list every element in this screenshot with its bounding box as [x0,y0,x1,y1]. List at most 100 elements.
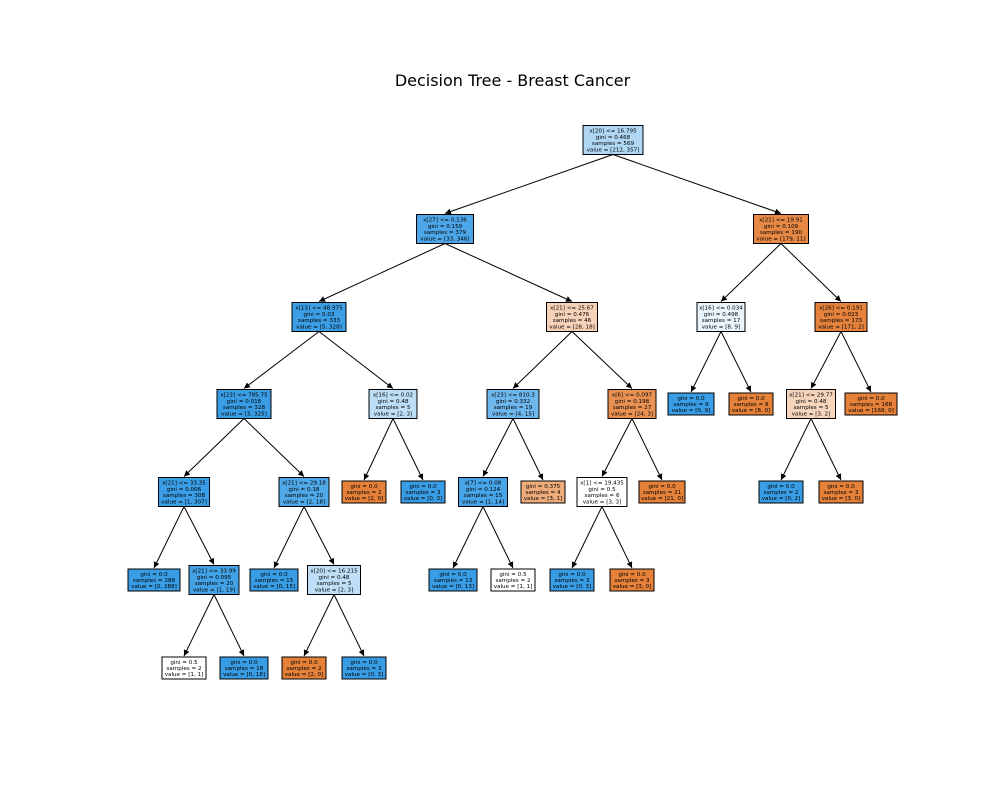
tree-node-label: gini = 0.48 [378,399,409,405]
tree-node-label: samples = 17 [702,318,741,324]
tree-node-label: samples = 46 [553,318,592,324]
tree-node-label: value = [3, 2] [792,411,831,417]
tree-node-label: samples = 19 [494,405,533,411]
tree-edge [153,506,185,569]
tree-node-label: samples = 15 [464,493,503,499]
tree-edge [512,418,544,481]
tree-node-label: value = [21, 0] [641,496,683,502]
tree-node-box [278,477,330,507]
tree-node-label: samples = 9 [673,402,708,408]
tree-node-label: value = [0, 13] [432,584,474,590]
diagram-title: Decision Tree - Breast Cancer [394,71,631,90]
tree-node-label: samples = 13 [434,578,473,584]
tree-node-box [341,480,387,504]
tree-node-label: gini = 0.476 [555,312,590,318]
tree-node-label: value = [1, 1] [165,672,204,678]
tree-node-label: gini = 0.0 [290,660,318,666]
tree-node-box [161,656,207,680]
tree-node-label: value = [28, 18] [549,324,595,330]
tree-node-label: value = [1, 307] [161,499,207,505]
tree-node-label: x[16] <= 0.034 [699,306,743,312]
tree-node-label: samples = 20 [285,493,324,499]
tree-node-label: gini = 0.0 [857,396,885,402]
tree-node-label: value = [0, 3] [345,672,384,678]
tree-node-box [219,656,269,680]
tree-node-label: value = [8, 0] [732,408,771,414]
tree-node-label: value = [168, 0] [848,408,894,414]
tree-node-box [549,568,595,592]
tree-node-box [844,392,898,416]
tree-node-label: value = [0, 9] [672,408,711,414]
tree-node-label: samples = 2 [763,490,798,496]
tree-node-label: x[21] <= 33.99 [192,569,236,575]
tree-node-label: value = [0, 3] [553,584,592,590]
tree-node-label: gini = 0.0 [618,572,646,578]
tree-node-label: value = [8, 9] [702,324,741,330]
tree-node-label: value = [0, 2] [762,496,801,502]
tree-node-label: samples = 8 [733,402,768,408]
tree-node-label: value = [2, 0] [345,496,384,502]
tree-node-box [576,477,628,507]
tree-node-label: gini = 0.0 [350,484,378,490]
tree-node-label: samples = 190 [760,230,803,236]
tree-node-box [758,480,804,504]
tree-node-label: value = [33, 346] [420,236,469,242]
tree-node-label: value = [179, 11] [756,236,805,242]
tree-node-box [486,389,540,419]
tree-node-box [607,389,657,419]
tree-node-label: value = [0, 15] [253,584,295,590]
tree-edge [183,506,215,565]
tree-node-label: gini = 0.0 [648,484,676,490]
tree-edge [444,154,614,215]
tree-node-label: gini = 0.124 [466,487,501,493]
tree-node-label: samples = 21 [643,490,682,496]
tree-node-label: gini = 0.48 [796,399,827,405]
tree-node-label: gini = 0.0 [767,484,795,490]
tree-node-box [216,389,272,419]
tree-node-box [307,565,361,595]
tree-node-label: gini = 0.0 [140,572,168,578]
tree-edge [318,331,394,389]
tree-node-label: value = [1, 14] [462,499,504,505]
tree-node-label: value = [2, 0] [285,672,324,678]
tree-edges [153,154,872,657]
tree-edge [482,506,514,569]
tree-edge [444,243,573,302]
tree-node-label: x[20] <= 16.795 [589,129,637,135]
tree-node-label: samples = 2 [286,666,321,672]
tree-node-label: samples = 168 [850,402,893,408]
tree-edge [690,331,722,393]
tree-node-label: samples = 6 [584,493,619,499]
tree-node-label: gini = 0.018 [227,399,262,405]
tree-node-label: gini = 0.48 [319,575,350,581]
tree-node-box [728,392,774,416]
tree-node-box [814,302,868,332]
tree-node-label: gini = 0.198 [615,399,650,405]
tree-node-label: value = [2, 3] [315,587,354,593]
tree-node-box [638,480,686,504]
tree-node-label: samples = 5 [793,405,828,411]
tree-node-label: value = [0, 288] [131,584,177,590]
tree-node-label: gini = 0.0 [260,572,288,578]
tree-node-label: samples = 3 [405,490,440,496]
tree-node-box [291,302,347,332]
tree-node-box [696,302,746,332]
tree-node-label: gini = 0.0 [439,572,467,578]
tree-node-label: samples = 3 [823,490,858,496]
tree-node-box [428,568,478,592]
